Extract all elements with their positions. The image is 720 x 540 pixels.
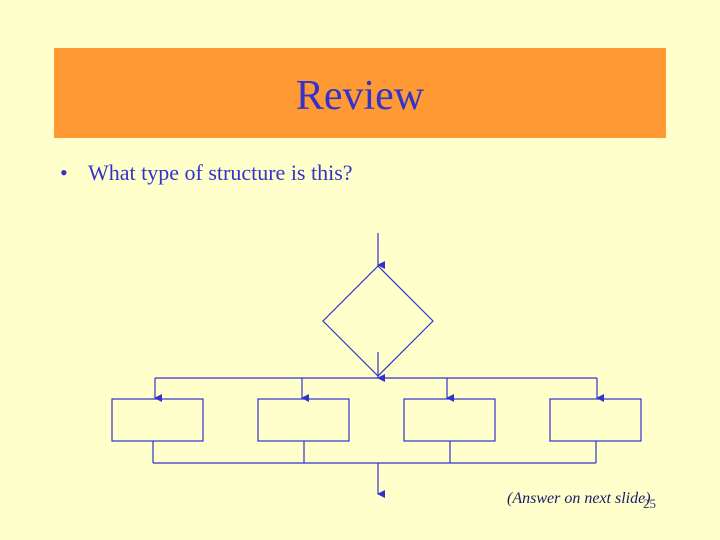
- title-bar: Review: [54, 48, 666, 138]
- page-number: 25: [643, 496, 656, 511]
- slide-title: Review: [295, 73, 425, 119]
- answer-note: (Answer on next slide): [507, 490, 651, 507]
- case-box-3: [403, 398, 496, 442]
- bullet-icon: •: [60, 160, 68, 185]
- case-box-4: [549, 398, 642, 442]
- bullet-item: • What type of structure is this?: [60, 160, 353, 186]
- case-box-2: [257, 398, 350, 442]
- case-box-1: [111, 398, 204, 442]
- question-text: What type of structure is this?: [88, 160, 353, 185]
